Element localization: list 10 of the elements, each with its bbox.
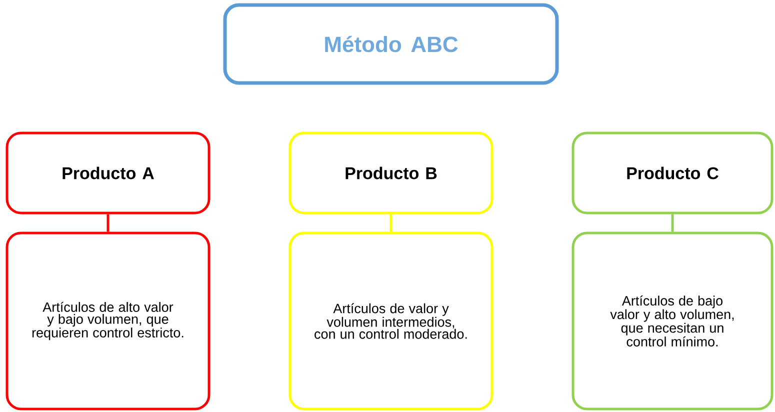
title-box: Método ABC bbox=[223, 3, 559, 85]
connector-line bbox=[390, 214, 392, 232]
connector-line bbox=[106, 214, 110, 232]
category-box: Producto B bbox=[288, 132, 494, 214]
description-box: Artículos de valor y volumen intermedios, con un control moderado. bbox=[288, 232, 494, 410]
category-box: Producto C bbox=[572, 132, 774, 214]
description-box: Artículos de bajo valor y alto volumen, que necesitan un control mínimo. bbox=[572, 232, 774, 410]
connector-line bbox=[671, 214, 674, 232]
description-box: Artículos de alto valor y bajo volumen, que requieren control estricto. bbox=[6, 232, 210, 410]
category-box: Producto A bbox=[6, 132, 210, 214]
